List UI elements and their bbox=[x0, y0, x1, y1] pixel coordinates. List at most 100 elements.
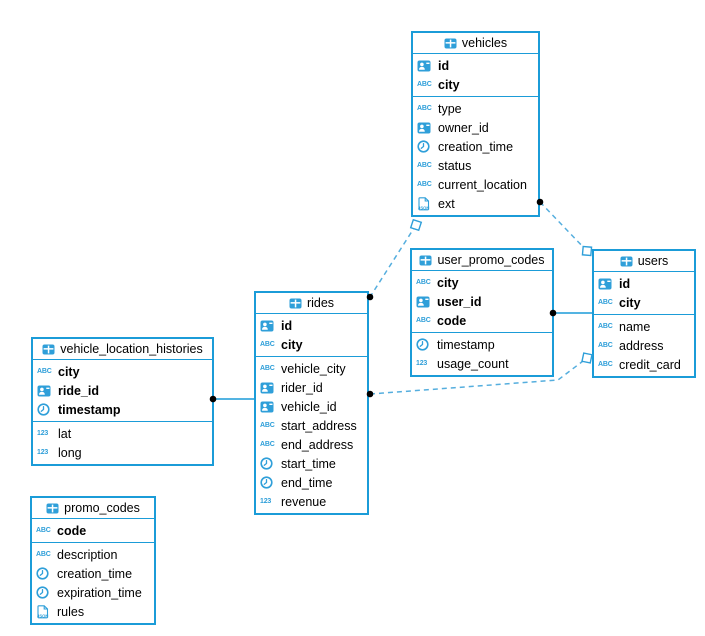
users-field-id[interactable]: id bbox=[594, 274, 694, 293]
rides-field-start-time[interactable]: start_time bbox=[256, 454, 367, 473]
field-name: rules bbox=[57, 604, 85, 619]
field-name: description bbox=[57, 547, 118, 562]
vehicles-field-ext[interactable]: JSON ext bbox=[413, 194, 538, 213]
field-name: city bbox=[281, 337, 303, 352]
field-name: timestamp bbox=[437, 337, 495, 352]
text-type-icon: ABC bbox=[417, 181, 432, 188]
rides-table-header[interactable]: rides bbox=[256, 293, 367, 314]
text-type-icon: ABC bbox=[598, 342, 613, 349]
promo-codes-field-creation-time[interactable]: creation_time bbox=[32, 564, 154, 583]
vehicles-field-owner-id[interactable]: owner_id bbox=[413, 118, 538, 137]
timestamp-icon bbox=[260, 476, 278, 489]
table-title: user_promo_codes bbox=[437, 253, 545, 267]
id-card-icon bbox=[37, 385, 55, 397]
svg-text:JSON: JSON bbox=[418, 205, 429, 210]
text-type-icon: ABC bbox=[598, 323, 613, 330]
rides-field-id[interactable]: id bbox=[256, 316, 367, 335]
text-type-icon: ABC bbox=[416, 279, 431, 286]
user-promo-codes-field-user-id[interactable]: user_id bbox=[412, 292, 552, 311]
field-name: lat bbox=[58, 426, 72, 441]
svg-text:JSON: JSON bbox=[37, 613, 48, 618]
user-promo-codes-table-header[interactable]: user_promo_codes bbox=[412, 250, 552, 271]
text-type-icon: ABC bbox=[598, 299, 613, 306]
number-type-icon: 123 bbox=[37, 449, 49, 456]
rides-field-vehicle-id[interactable]: vehicle_id bbox=[256, 397, 367, 416]
vehicle-location-histories-field-ride-id[interactable]: ride_id bbox=[33, 381, 212, 400]
vehicles-field-creation-time[interactable]: creation_time bbox=[413, 137, 538, 156]
table-icon bbox=[289, 298, 302, 309]
json-type-icon: JSON bbox=[417, 196, 435, 211]
field-name: usage_count bbox=[437, 356, 509, 371]
text-type-icon: ABC bbox=[416, 317, 431, 324]
vehicles-field-status[interactable]: ABC status bbox=[413, 156, 538, 175]
vehicle-location-histories-field-timestamp[interactable]: timestamp bbox=[33, 400, 212, 419]
vehicle-location-histories-table-header[interactable]: vehicle_location_histories bbox=[33, 339, 212, 360]
vehicles-field-current-location[interactable]: ABC current_location bbox=[413, 175, 538, 194]
table-title: promo_codes bbox=[64, 501, 140, 515]
field-name: city bbox=[619, 295, 641, 310]
text-type-icon: ABC bbox=[598, 361, 613, 368]
rides-field-end-time[interactable]: end_time bbox=[256, 473, 367, 492]
timestamp-icon bbox=[416, 338, 434, 351]
text-type-icon: ABC bbox=[417, 162, 432, 169]
user-promo-codes-field-timestamp[interactable]: timestamp bbox=[412, 335, 552, 354]
field-name: id bbox=[619, 276, 631, 291]
promo-codes-table-header[interactable]: promo_codes bbox=[32, 498, 154, 519]
field-name: vehicle_city bbox=[281, 361, 346, 376]
text-type-icon: ABC bbox=[417, 105, 432, 112]
field-name: status bbox=[438, 158, 472, 173]
field-name: ride_id bbox=[58, 383, 99, 398]
promo-codes-field-rules[interactable]: JSON rules bbox=[32, 602, 154, 621]
users-field-name[interactable]: ABC name bbox=[594, 317, 694, 336]
field-name: end_address bbox=[281, 437, 354, 452]
field-name: ext bbox=[438, 196, 455, 211]
users-table-header[interactable]: users bbox=[594, 251, 694, 272]
vehicles-table-header[interactable]: vehicles bbox=[413, 33, 538, 54]
users-field-city[interactable]: ABC city bbox=[594, 293, 694, 312]
timestamp-icon bbox=[37, 403, 55, 416]
vehicles-field-id[interactable]: id bbox=[413, 56, 538, 75]
id-card-icon bbox=[416, 296, 434, 308]
field-name: city bbox=[438, 77, 460, 92]
promo-codes-field-expiration-time[interactable]: expiration_time bbox=[32, 583, 154, 602]
field-name: creation_time bbox=[57, 566, 133, 581]
field-name: current_location bbox=[438, 177, 527, 192]
table-title: vehicles bbox=[461, 36, 508, 50]
table-icon bbox=[42, 344, 55, 355]
id-card-icon bbox=[417, 60, 435, 72]
rides-field-rider-id[interactable]: rider_id bbox=[256, 378, 367, 397]
table-title: users bbox=[637, 254, 669, 268]
field-name: name bbox=[619, 319, 651, 334]
text-type-icon: ABC bbox=[36, 527, 51, 534]
